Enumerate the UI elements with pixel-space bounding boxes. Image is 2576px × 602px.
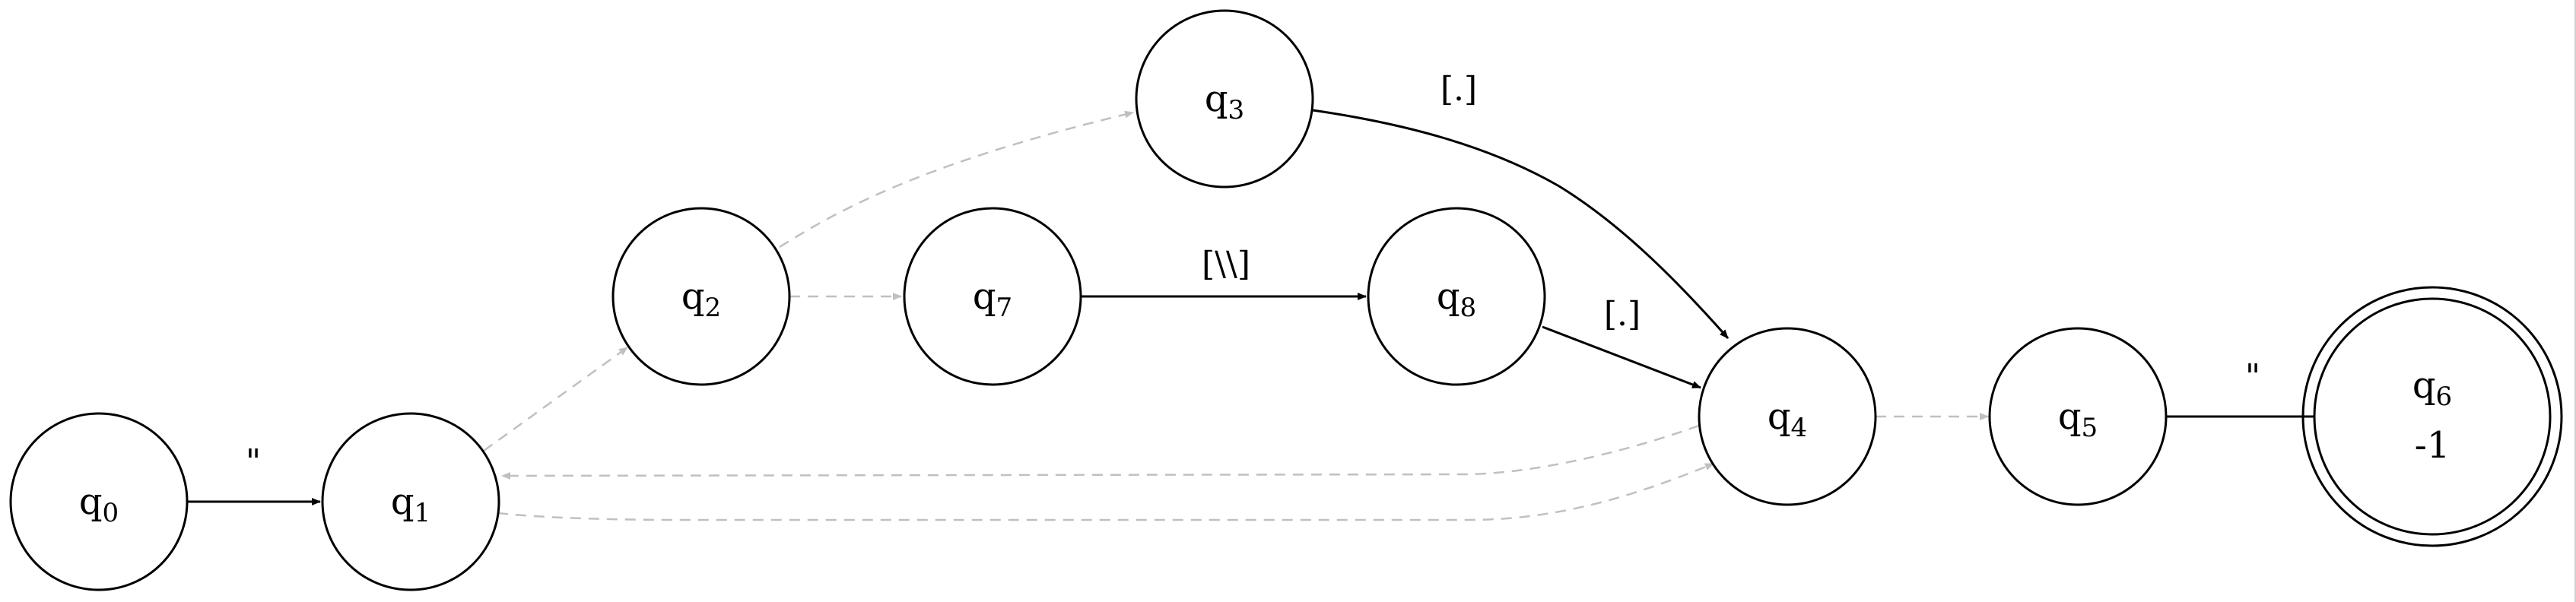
state-q5-label: q5: [2058, 395, 2098, 443]
state-q7-label: q7: [973, 275, 1012, 323]
transition-q2-q3: [779, 110, 1134, 249]
transitions-layer: [187, 109, 2337, 521]
transition-label-q5-q6: ": [2245, 357, 2260, 396]
state-q4-label: q4: [1768, 395, 1807, 443]
state-q2-circle: [611, 207, 791, 386]
transition-q1-q2: [483, 346, 628, 452]
transition-q1-q4: [497, 462, 1714, 521]
state-q4: q4: [1698, 327, 1877, 506]
state-q0-circle: [9, 412, 189, 591]
state-q5-circle: [1988, 327, 2168, 506]
state-q7-circle: [903, 207, 1082, 386]
state-q6: q6-1: [2301, 286, 2563, 547]
state-q3-label: q3: [1205, 78, 1244, 125]
state-q5: q5: [1988, 327, 2168, 506]
transition-q4-q1: [501, 424, 1700, 480]
transition-labels-layer: " [.] [\\] [.] ": [246, 70, 2260, 481]
transition-label-q7-q8: [\\]: [1202, 245, 1250, 284]
transition-label-q8-q4: [.]: [1604, 295, 1641, 334]
state-q6-output: -1: [2415, 424, 2451, 467]
transition-q8-q4: [1542, 325, 1701, 389]
state-q1: q1: [321, 412, 500, 591]
state-q6-inner-ring: [2313, 297, 2552, 536]
state-q6-outer-ring: [2301, 286, 2563, 547]
state-q2: q2: [611, 207, 791, 386]
state-q7: q7: [903, 207, 1082, 386]
state-q8: q8: [1367, 207, 1546, 386]
state-q3-circle: [1135, 9, 1314, 189]
transition-q3-q4: [1312, 109, 1730, 339]
state-q0-label: q0: [79, 480, 119, 528]
state-q1-label: q1: [391, 480, 430, 528]
state-q2-label: q2: [681, 275, 721, 323]
state-q0: q0: [9, 412, 189, 591]
state-q1-circle: [321, 412, 500, 591]
state-q6-label: q6: [2412, 364, 2452, 412]
transition-label-q0-q1: ": [246, 442, 261, 481]
state-q3: q3: [1135, 9, 1314, 189]
state-q8-label: q8: [1437, 275, 1476, 323]
right-border: [2574, 0, 2576, 602]
state-q8-circle: [1367, 207, 1546, 386]
state-q4-circle: [1698, 327, 1877, 506]
transition-label-q3-q4: [.]: [1440, 70, 1477, 109]
